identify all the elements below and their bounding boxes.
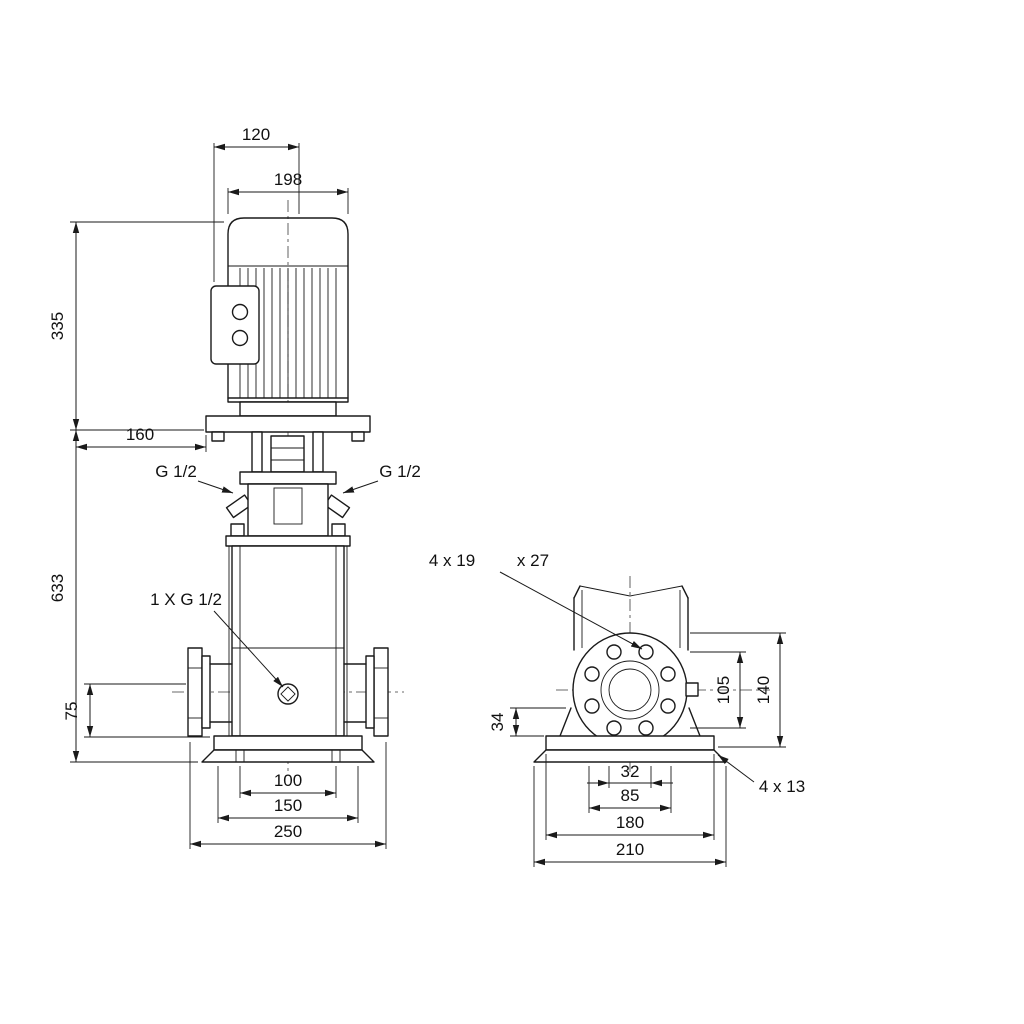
dim-250-label: 250 (274, 822, 302, 841)
flange-bolt-hole (638, 720, 654, 736)
terminal-box (210, 285, 260, 365)
dim-32: 32 (587, 762, 673, 788)
dim-150: 150 (217, 766, 359, 823)
chamber-stack (228, 545, 348, 737)
side-base (533, 707, 727, 763)
dim-75-label: 75 (62, 702, 81, 721)
dim-100: 100 (239, 766, 337, 798)
dim-250: 250 (189, 742, 387, 849)
dim-100-label: 100 (274, 771, 302, 790)
dim-120-label: 120 (242, 125, 270, 144)
dim-335-label: 335 (48, 312, 67, 340)
dim-85: 85 (588, 766, 672, 813)
side-column (573, 585, 689, 651)
flange-bolt-hole (660, 666, 676, 682)
dim-180: 180 (545, 754, 715, 840)
motor (205, 217, 371, 442)
dim-633: 633 (48, 429, 204, 763)
discharge-flange (343, 647, 389, 737)
dim-198-label: 198 (274, 170, 302, 189)
terminal-gland-bottom (231, 329, 249, 347)
suction-flange (187, 647, 233, 737)
pump-head (225, 471, 351, 547)
drain-plug (277, 683, 299, 705)
dim-105-label: 105 (714, 676, 733, 704)
dim-105: 105 (690, 651, 746, 729)
dim-150-label: 150 (274, 796, 302, 815)
port-left-label: G 1/2 (155, 462, 197, 481)
port-callout-right: G 1/2 (342, 462, 421, 494)
drain-callout: 1 X G 1/2 (150, 590, 284, 688)
dim-32-label: 32 (621, 762, 640, 781)
coupling-lantern (251, 431, 324, 473)
side-flange-face (572, 632, 699, 748)
port-callout-left: G 1/2 (155, 462, 234, 494)
side-view: 4 x 19 x 27 34 105 140 4 x 13 (429, 551, 805, 867)
flange-holes-callout: 4 x 19 x 27 (429, 551, 643, 650)
dim-120: 120 (213, 125, 300, 282)
drain-label: 1 X G 1/2 (150, 590, 222, 609)
flange-bolt-hole (638, 644, 654, 660)
motor-flange (205, 415, 371, 433)
dim-34: 34 (488, 707, 566, 737)
dim-75: 75 (62, 683, 210, 738)
dim-85-label: 85 (621, 786, 640, 805)
terminal-gland-top (231, 303, 249, 321)
front-base (201, 735, 375, 763)
port-right-label: G 1/2 (379, 462, 421, 481)
base-holes-label: 4 x 13 (759, 777, 805, 796)
dim-160-label: 160 (126, 425, 154, 444)
flange-bolt-hole (606, 720, 622, 736)
flange-bolt-hole (584, 666, 600, 682)
flange-counterbore-label: x 27 (517, 551, 549, 570)
side-plug-tab (685, 682, 699, 697)
dim-198: 198 (227, 170, 349, 214)
dim-210: 210 (533, 766, 727, 867)
coupling (270, 435, 305, 473)
flange-bolt-hole (584, 698, 600, 714)
dim-633-label: 633 (48, 574, 67, 602)
flange-holes-label: 4 x 19 (429, 551, 475, 570)
front-view: 120 198 335 633 160 G 1/2 G (48, 125, 421, 849)
flange-bolt-hole (606, 644, 622, 660)
dim-34-label: 34 (488, 713, 507, 732)
dim-210-label: 210 (616, 840, 644, 859)
dim-140: 140 (690, 632, 786, 748)
dim-140-label: 140 (754, 676, 773, 704)
dim-160: 160 (76, 425, 207, 452)
dim-335: 335 (48, 221, 224, 430)
flange-bolt-hole (660, 698, 676, 714)
dim-180-label: 180 (616, 813, 644, 832)
motor-neck (239, 401, 337, 417)
base-holes-callout: 4 x 13 (717, 754, 805, 796)
